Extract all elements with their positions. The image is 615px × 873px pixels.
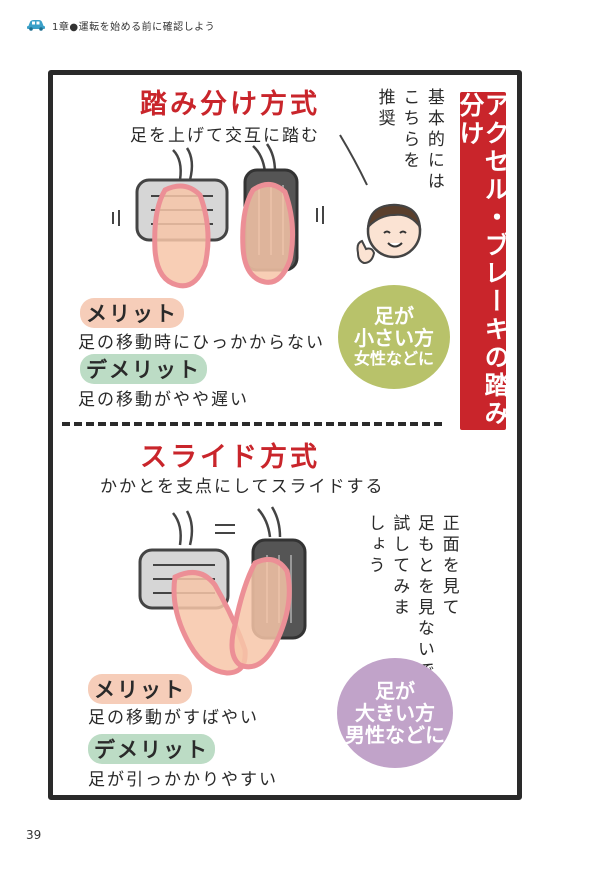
section2-title: スライド方式 (140, 442, 320, 473)
section-divider (62, 422, 442, 426)
recommend-note: 基本的には こちらを 推奨 (374, 88, 444, 193)
separate-pedals-illustration (112, 143, 324, 289)
section2-demerit-label: デメリット (88, 734, 215, 764)
slide-pedals-illustration (138, 506, 307, 676)
chapter-title: 1章●運転を始める前に確認しよう (52, 21, 216, 33)
section2-caption: かかとを支点にしてスライドする (100, 477, 385, 497)
car-icon (27, 20, 45, 31)
section1-merit-text: 足の移動時にひっかからない (78, 333, 325, 353)
section1-title: 踏み分け方式 (140, 89, 320, 120)
page-number: 39 (26, 828, 42, 842)
section1-demerit-label: デメリット (80, 354, 207, 384)
section1-caption: 足を上げて交互に踏む (130, 126, 320, 146)
section1-demerit-text: 足の移動がやや遅い (78, 390, 249, 410)
small-feet-badge: 足が 小さい方 女性などに (338, 285, 450, 389)
section2-merit-text: 足の移動がすばやい (88, 708, 259, 728)
banner-title: アクセル・ブレーキの踏み分け (456, 92, 510, 428)
section1-merit-label: メリット (80, 298, 184, 328)
running-header: 1章●運転を始める前に確認しよう (26, 16, 215, 34)
large-feet-badge: 足が 大きい方 男性などに (337, 658, 453, 768)
section2-merit-label: メリット (88, 674, 192, 704)
try-note: 正面を見て 足もとを見ないで 試してみま しょう (364, 514, 459, 682)
instructor-face-illustration (356, 203, 422, 265)
pointer-line (339, 134, 368, 186)
title-banner: アクセル・ブレーキの踏み分け (456, 92, 510, 430)
section2-demerit-text: 足が引っかかりやすい (88, 770, 278, 790)
